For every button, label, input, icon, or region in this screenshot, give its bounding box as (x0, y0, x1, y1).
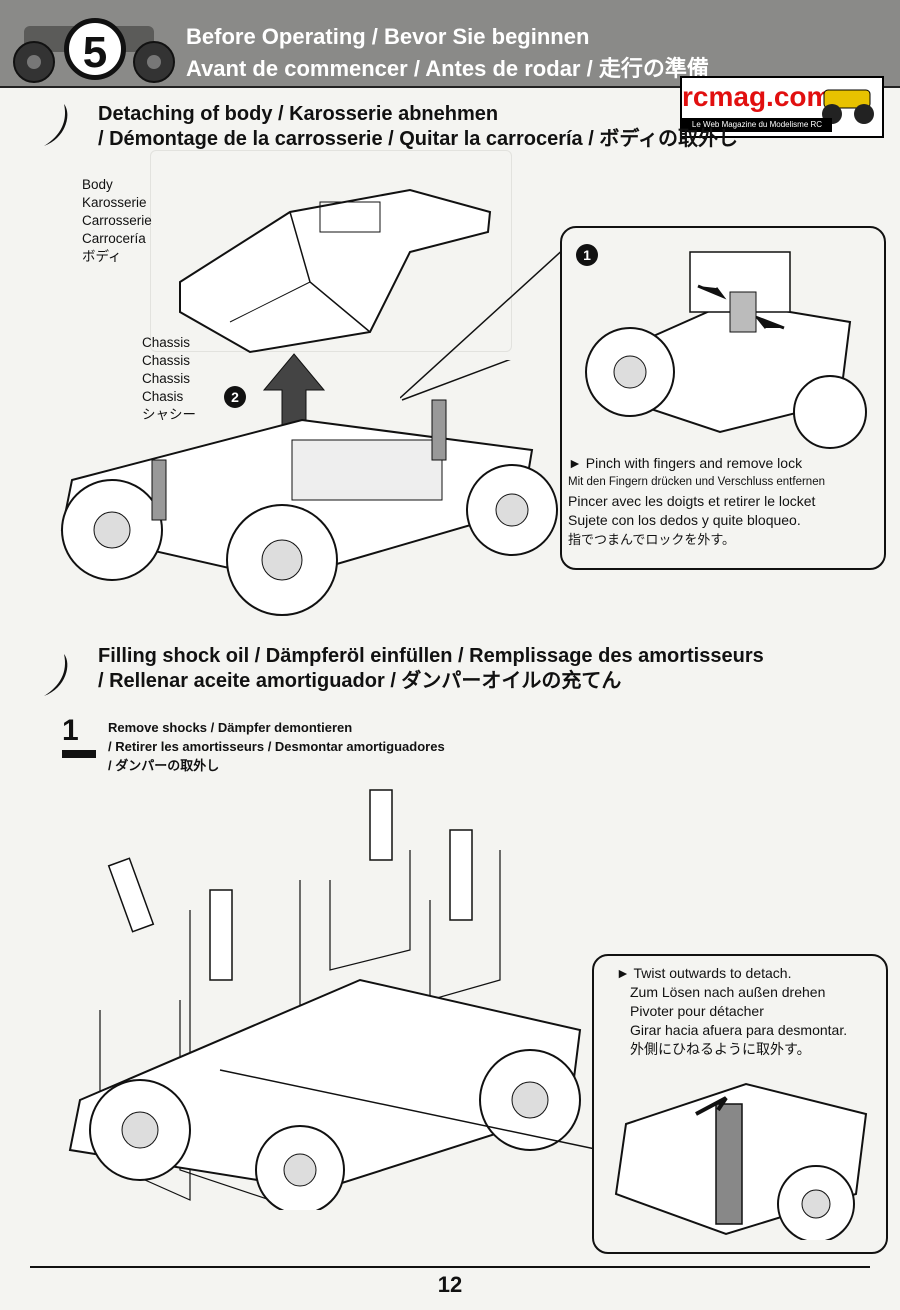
detach-title-line1: Detaching of body / Karosserie abnehmen (98, 103, 499, 125)
twist-closeup-illustration (614, 1082, 868, 1240)
logo-text: rcmag.com (682, 81, 832, 112)
chassis-label-ja: シャシー (142, 407, 196, 422)
shock-removal-illustration (68, 789, 600, 1210)
pinch-callout-es: Sujete con los dedos y quite bloqueo. (568, 512, 801, 528)
body-label-en: Body (82, 177, 113, 192)
pinch-callout-de: Mit den Fingern drücken und Verschluss e… (568, 476, 825, 488)
substep-text: Remove shocks / Dämpfer demontieren / Re… (108, 718, 445, 775)
header-title-line1: Before Operating / Bevor Sie beginnen (186, 24, 590, 49)
footer-rule (30, 1266, 870, 1268)
twist-callout-es: Girar hacia afuera para desmontar. (630, 1022, 848, 1038)
shock-title-line2: / Rellenar aceite amortiguador / ダンパーオイル… (98, 670, 622, 692)
car-body-illustration (179, 188, 492, 354)
logo-tagline: Le Web Magazine du Modelisme RC (682, 118, 832, 132)
twist-callout-fr: Pivoter pour détacher (630, 1003, 764, 1019)
chassis-illustration (60, 360, 558, 616)
pinch-callout-fr: Pincer avec les doigts et retirer le loc… (568, 493, 816, 509)
detach-title-line2: / Démontage de la carrosserie / Quitar l… (98, 128, 738, 150)
lock-closeup-illustration (585, 251, 867, 449)
pinch-callout-en: ► Pinch with fingers and remove lock (568, 455, 803, 471)
pinch-callout-text: ► Pinch with fingers and remove lock Mit… (568, 454, 825, 549)
body-label-es: Carrocería (82, 231, 146, 246)
header-title-line2: Avant de commencer / Antes de rodar / 走行… (186, 56, 709, 81)
body-label-ja: ボディ (82, 249, 122, 264)
shock-title-line1: Filling shock oil / Dämpferöl einfüllen … (98, 645, 764, 667)
body-label-list: Body Karosserie Carrosserie Carrocería ボ… (82, 176, 152, 266)
section-crescent-icon (44, 104, 68, 146)
section-crescent-icon (44, 654, 68, 696)
twist-callout-de: Zum Lösen nach außen drehen (630, 984, 826, 1000)
chassis-label-fr: Chassis (142, 371, 191, 386)
twist-callout-text: ► Twist outwards to detach. Zum Lösen na… (616, 964, 848, 1059)
marker-1-badge: 1 (576, 244, 598, 266)
substep-number: 1 (62, 714, 79, 747)
pinch-callout-ja: 指でつまんでロックを外す。 (568, 532, 736, 547)
chassis-label-de: Chassis (142, 353, 191, 368)
marker-2-badge: 2 (224, 386, 246, 408)
substep-line-2: / Retirer les amortisseurs / Desmontar a… (108, 739, 445, 754)
substep-underline (62, 750, 96, 758)
callout-leader-line (400, 235, 579, 399)
chassis-label-es: Chasis (142, 389, 184, 404)
substep-line-3: / ダンパーの取外し (108, 758, 220, 773)
substep-line-1: Remove shocks / Dämpfer demontieren (108, 720, 353, 735)
step-number-badge: 5 (64, 18, 126, 80)
body-label-de: Karosserie (82, 195, 147, 210)
twist-callout-en: ► Twist outwards to detach. (616, 965, 792, 981)
page-number: 12 (437, 1272, 463, 1297)
chassis-label-en: Chassis (142, 335, 191, 350)
body-label-fr: Carrosserie (82, 213, 152, 228)
chassis-label-list: Chassis Chassis Chassis Chasis シャシー (142, 334, 196, 424)
bleed-through-shape (150, 150, 512, 352)
twist-callout-ja: 外側にひねるように取外す。 (630, 1041, 811, 1057)
